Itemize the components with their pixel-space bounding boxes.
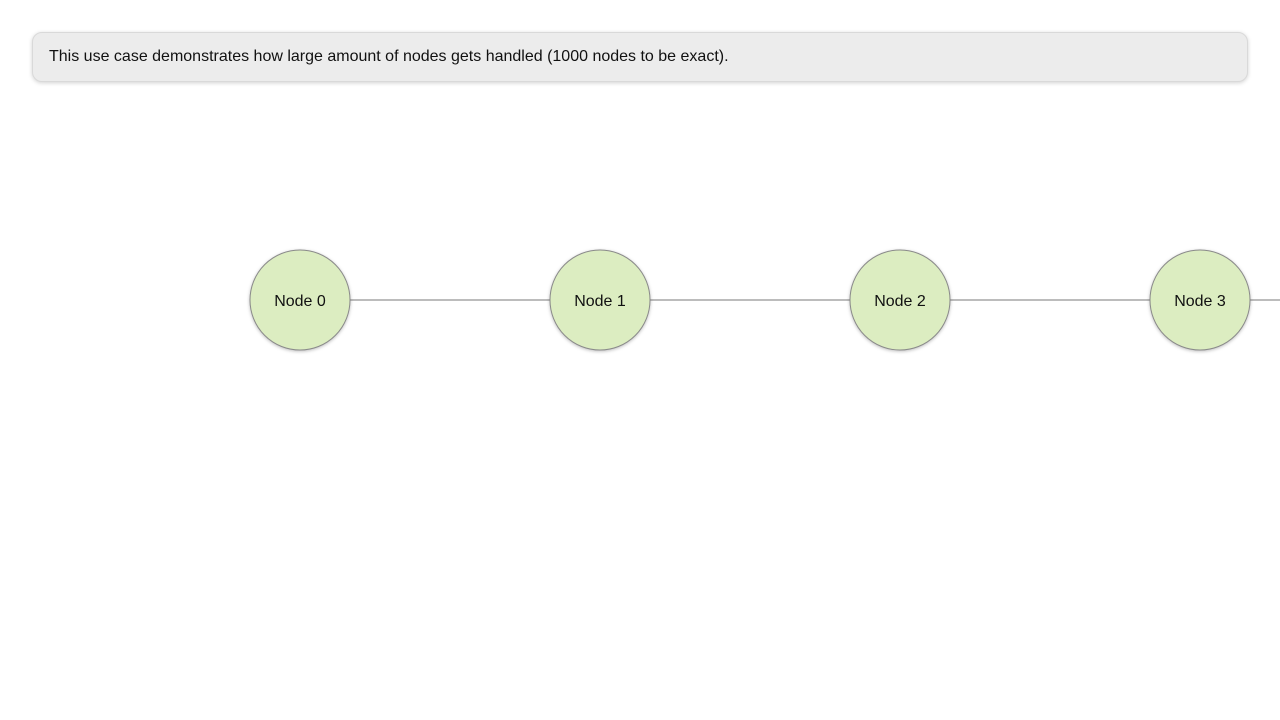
node-label: Node 2 [874,293,926,310]
graph-node-3[interactable]: Node 3 [1149,249,1251,351]
graph-node-0[interactable]: Node 0 [249,249,351,351]
node-label: Node 0 [274,293,326,310]
node-label: Node 3 [1174,293,1226,310]
node-circle[interactable] [1149,249,1251,351]
graph-node-2[interactable]: Node 2 [849,249,951,351]
node-circle[interactable] [849,249,951,351]
graph-node-1[interactable]: Node 1 [549,249,651,351]
node-circle[interactable] [549,249,651,351]
info-banner-text: This use case demonstrates how large amo… [49,48,729,65]
graph-nodes: Node 0 Node 1 Node 2 Node 3 [249,249,1251,351]
node-circle[interactable] [249,249,351,351]
node-label: Node 1 [574,293,626,310]
info-banner: This use case demonstrates how large amo… [32,32,1248,82]
